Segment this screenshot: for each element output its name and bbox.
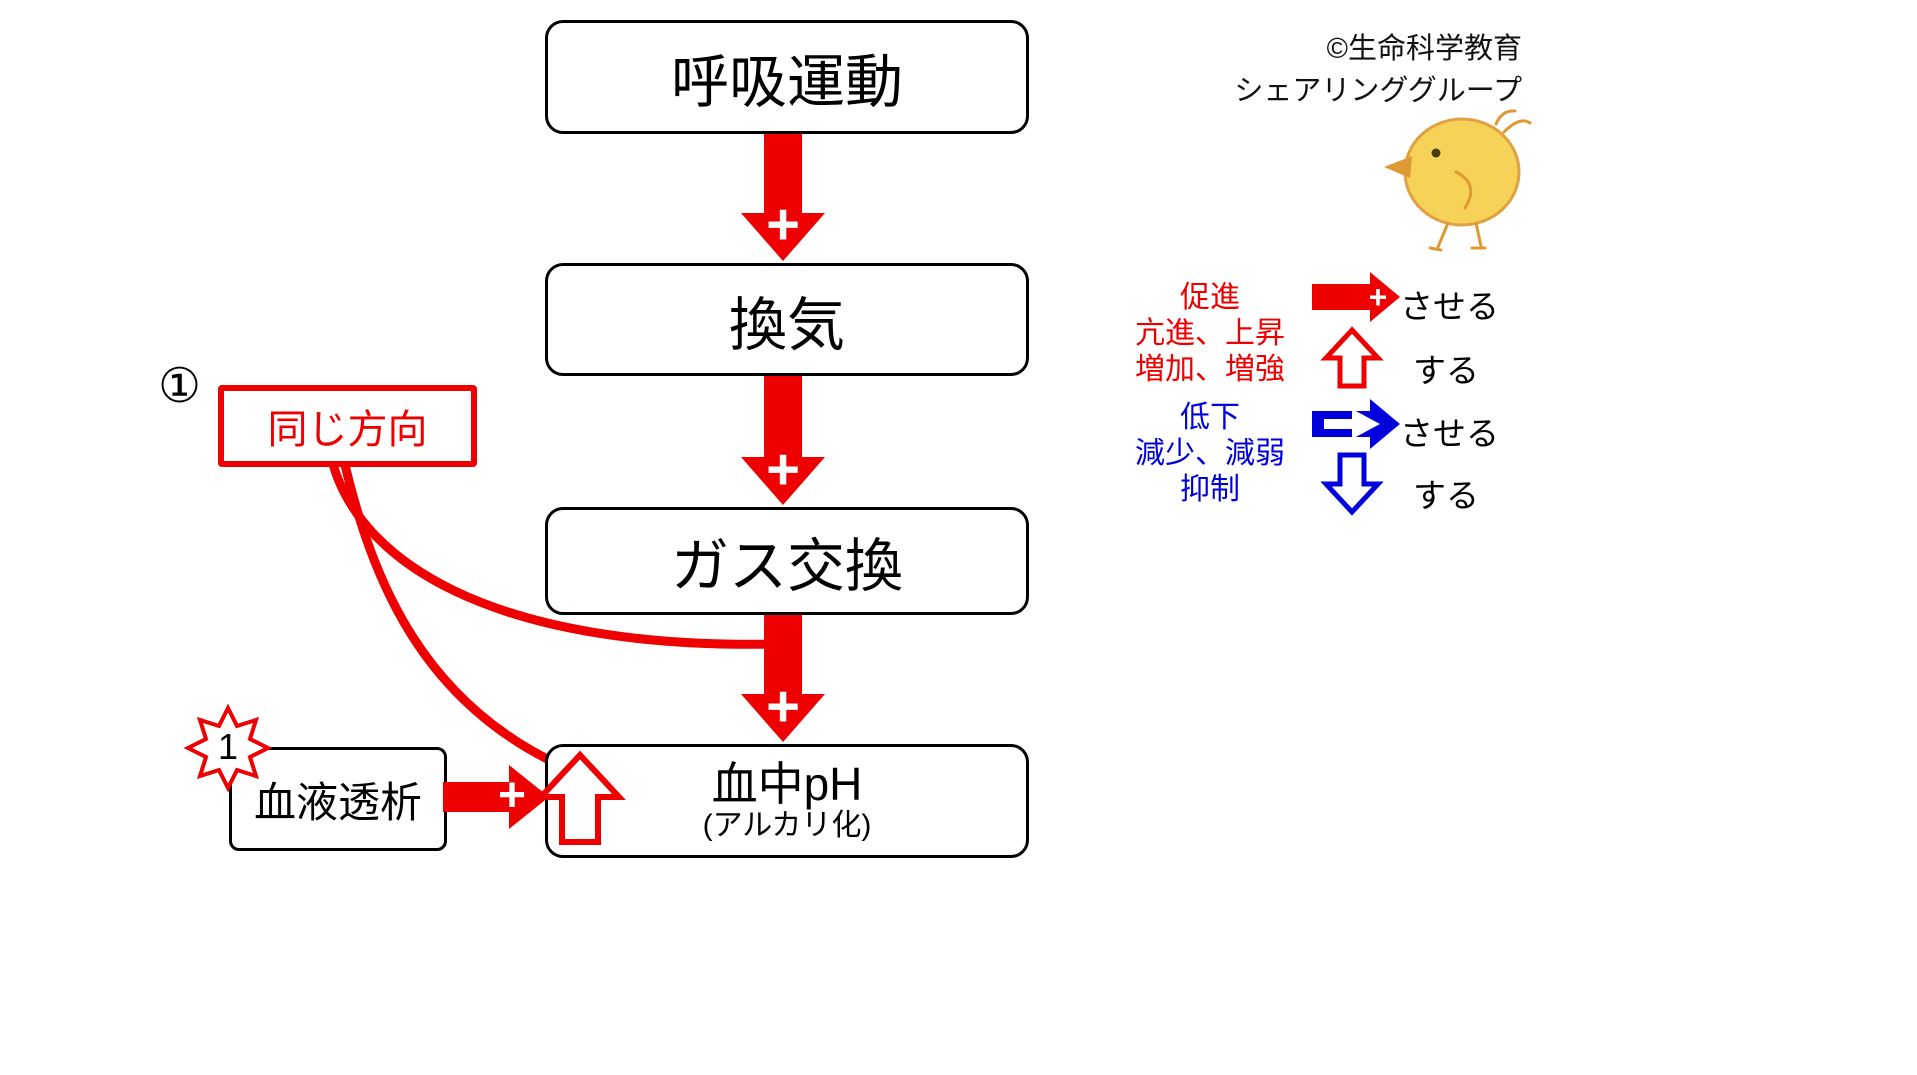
flow-box-ventilation-label: 換気 xyxy=(728,292,845,358)
plus-icon: + xyxy=(1368,279,1388,315)
credit-text: ©生命科学教育 シェアリンググループ xyxy=(1234,28,1522,112)
legend-inhibit-solid-label: させる xyxy=(1400,415,1499,452)
starburst-badge xyxy=(183,703,273,793)
flow-box-blood-ph: 血中pH (アルカリ化) xyxy=(545,744,1029,858)
flow-box-ventilation: 換気 xyxy=(545,263,1029,376)
legend-promote-solid-arrow xyxy=(1312,272,1400,322)
legend-promote-line-1: 促進 xyxy=(1180,281,1240,314)
legend-promote-hollow-up-arrow xyxy=(1320,326,1384,389)
same-direction-label: 同じ方向 xyxy=(267,408,428,452)
flow-box-respiratory-movement: 呼吸運動 xyxy=(545,20,1029,134)
legend-promote-solid-label: させる xyxy=(1400,288,1499,325)
legend-promote-line-3: 増加、増強 xyxy=(1135,353,1285,386)
legend-inhibit-white-arrow-glyph xyxy=(1324,409,1380,439)
legend-promote-hollow-label: する xyxy=(1413,352,1479,389)
flow-arrow-breathing-to-ventilation xyxy=(741,128,825,261)
plus-icon: + xyxy=(766,192,800,257)
plus-icon: + xyxy=(766,674,800,739)
legend-inhibit-text: 低下 減少、減弱 抑制 xyxy=(1110,400,1310,508)
legend-promote-text: 促進 亢進、上昇 増加、増強 xyxy=(1110,280,1310,388)
dialysis-arrow xyxy=(443,765,549,829)
circled-number-annotation: ① xyxy=(158,360,202,413)
flow-box-blood-ph-sublabel: (アルカリ化) xyxy=(702,809,872,842)
ph-up-hollow-arrow xyxy=(534,750,626,845)
legend-promote-line-2: 亢進、上昇 xyxy=(1135,317,1285,350)
same-direction-curve-to-ph-arrow xyxy=(337,447,571,773)
chick-illustration xyxy=(1384,109,1532,252)
credit-line-1: ©生命科学教育 xyxy=(1326,33,1522,65)
flow-box-blood-ph-label: 血中pH xyxy=(711,758,863,810)
flow-box-gas-exchange-label: ガス交換 xyxy=(670,534,903,599)
plus-icon: + xyxy=(497,769,527,822)
starburst-number: 1 xyxy=(217,726,239,767)
same-direction-box: 同じ方向 xyxy=(218,385,477,467)
plus-icon: + xyxy=(766,437,800,502)
flow-box-respiratory-movement-label: 呼吸運動 xyxy=(670,50,903,115)
legend-inhibit-hollow-label: する xyxy=(1413,477,1479,514)
dialysis-box: 血液透析 xyxy=(229,747,447,851)
credit-line-2: シェアリンググループ xyxy=(1234,75,1522,107)
legend-inhibit-line-3: 抑制 xyxy=(1180,473,1240,506)
legend-inhibit-line-1: 低下 xyxy=(1180,401,1240,434)
flow-arrow-gas-to-ph xyxy=(741,609,825,742)
legend-inhibit-hollow-down-arrow xyxy=(1320,452,1384,516)
flow-arrow-ventilation-to-gas xyxy=(741,370,825,505)
legend-inhibit-line-2: 減少、減弱 xyxy=(1135,437,1285,470)
dialysis-label: 血液透析 xyxy=(253,778,422,826)
flow-box-gas-exchange: ガス交換 xyxy=(545,507,1029,615)
same-direction-curve-to-gas-arrow xyxy=(325,447,783,649)
